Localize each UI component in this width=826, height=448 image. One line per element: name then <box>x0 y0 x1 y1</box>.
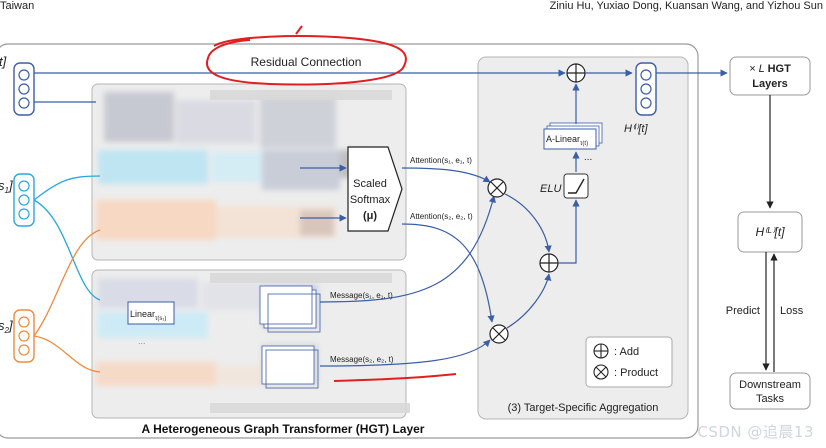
elu-label: ELU <box>540 183 561 195</box>
obscured-attention-content <box>96 92 368 240</box>
source2-node-label: s2] <box>0 318 13 335</box>
aggregation-title: (3) Target-Specific Aggregation <box>508 402 659 414</box>
hgt-layer-title: A Heterogeneous Graph Transformer (HGT) … <box>142 422 425 436</box>
downstream-line1: Downstream <box>739 379 801 391</box>
final-embedding-label: H⁽ᴸ⁾[t] <box>755 225 785 239</box>
stack-line2: Layers <box>752 78 787 90</box>
message1-arrow <box>319 195 496 303</box>
softmax-line3: (μ) <box>363 210 377 222</box>
message2-arrow <box>319 339 491 367</box>
a-linear-dots: ... <box>584 152 592 163</box>
add-node-residual <box>566 63 586 83</box>
product-node-1 <box>487 178 507 198</box>
source2-node-vector <box>13 309 35 363</box>
aggregation-panel <box>477 56 689 420</box>
target-node-label: t] <box>0 54 7 69</box>
a-linear-box <box>543 128 597 150</box>
message2-label: Message(s₂, e₂, t) <box>330 355 394 364</box>
attention1-arrow <box>401 167 491 183</box>
page-header-right: Ziniu Hu, Yuxiao Dong, Kuansan Wang, and… <box>549 0 823 12</box>
message-box-1 <box>259 285 321 333</box>
product1-to-add-arrow <box>504 193 552 253</box>
elu-curve-icon <box>568 178 585 194</box>
source1-node-vector <box>13 173 35 227</box>
lower-ellipsis: ... <box>138 336 146 346</box>
source2-to-key-line <box>33 229 101 337</box>
product2-to-add-arrow <box>506 273 552 329</box>
scaled-softmax-node <box>347 146 403 232</box>
source2-to-message-line <box>33 335 101 373</box>
final-embedding-box <box>737 211 803 253</box>
softmax-line1: Scaled <box>353 178 387 190</box>
obscured-title-bars <box>210 90 410 413</box>
message-box-2 <box>261 345 319 389</box>
layer-output-vector <box>635 62 657 116</box>
a-linear-label: A-Linearτ(t) <box>546 134 588 147</box>
loss-label: Loss <box>780 305 804 317</box>
attention2-arrow <box>401 223 495 323</box>
legend-product-label: : Product <box>614 367 658 379</box>
message1-label: Message(s₁, e₁, t) <box>330 291 393 300</box>
downstream-tasks-box <box>729 372 811 410</box>
downstream-line2: Tasks <box>756 393 785 405</box>
attention2-label: Attention(s₂, e₂, t) <box>410 212 473 221</box>
layer-output-label: H⁽ˡ⁾[t] <box>624 123 648 135</box>
legend-add-icon <box>593 343 609 359</box>
source1-node-label: s1] <box>0 178 13 195</box>
stack-line1: × L HGT <box>749 63 791 75</box>
product-node-2 <box>489 324 509 344</box>
linear-label: Linearτ(s₁) <box>130 309 166 322</box>
elu-activation-box <box>563 173 589 199</box>
add-node-aggregate <box>539 253 559 273</box>
legend-product-icon <box>593 364 609 380</box>
source1-to-message-line <box>33 199 101 301</box>
predict-label: Predict <box>726 305 760 317</box>
page-header-left: Taiwan <box>0 0 35 12</box>
residual-connection-label: Residual Connection <box>251 55 362 69</box>
linear-box <box>127 301 175 325</box>
add-to-elu-arrow <box>558 199 580 264</box>
attention1-label: Attention(s₁, e₁, t) <box>410 156 472 165</box>
red-annotation-circle <box>205 25 407 86</box>
softmax-line2: Softmax <box>350 194 391 206</box>
red-annotation-underline <box>333 373 457 382</box>
legend-add-label: : Add <box>614 346 639 358</box>
source1-to-key-line <box>33 175 101 201</box>
target-node-vector <box>13 62 35 116</box>
csdn-watermark: CSDN @追晨13 <box>697 423 814 441</box>
